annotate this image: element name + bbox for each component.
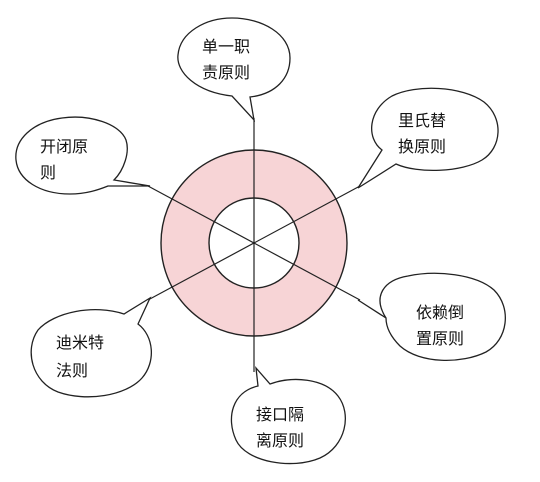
bubble-liskov-substitution: 里氏替 换原则 xyxy=(357,87,499,189)
bubble-text-line2: 离原则 xyxy=(256,431,304,450)
bubble-text-line2: 法则 xyxy=(56,361,88,380)
bubble-text-line1: 里氏替 xyxy=(398,111,446,130)
bubble-shape xyxy=(230,366,346,465)
bubble-interface-segregation: 接口隔 离原则 xyxy=(230,366,346,465)
bubble-text-line2: 则 xyxy=(40,163,56,182)
bubble-text-line2: 换原则 xyxy=(398,137,446,156)
bubble-text-line1: 依赖倒 xyxy=(416,303,464,322)
bubble-text-line2: 责原则 xyxy=(202,63,250,82)
bubble-shape xyxy=(357,272,506,361)
bubble-shape xyxy=(357,87,499,189)
bubble-text-line1: 单一职 xyxy=(202,37,250,56)
bubble-text-line1: 开闭原 xyxy=(40,137,88,156)
bubble-shape xyxy=(177,17,291,123)
bubble-text-line1: 接口隔 xyxy=(256,405,304,424)
bubble-law-of-demeter: 迪米特 法则 xyxy=(30,296,153,398)
bubble-single-responsibility: 单一职 责原则 xyxy=(177,17,291,123)
bubble-shape xyxy=(30,296,153,398)
bubble-dependency-inversion: 依赖倒 置原则 xyxy=(357,272,506,361)
bubble-shape xyxy=(15,116,151,195)
bubble-open-closed: 开闭原 则 xyxy=(15,116,151,195)
spoke-lower-left-to-upper-right xyxy=(147,185,361,301)
bubble-text-line2: 置原则 xyxy=(416,329,464,348)
bubble-text-line1: 迪米特 xyxy=(56,333,104,352)
